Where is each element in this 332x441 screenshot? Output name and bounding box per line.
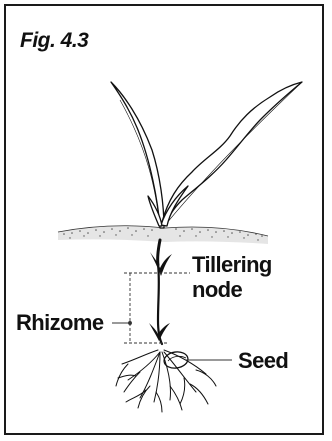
seed-label: Seed xyxy=(238,348,288,373)
rhizome-label: Rhizome xyxy=(16,310,103,335)
tillering-node-label: Tillering node xyxy=(192,252,272,303)
tillering-node-label-line2: node xyxy=(192,277,272,302)
tillering-node-label-line1: Tillering xyxy=(192,252,272,277)
tillering-node xyxy=(150,252,172,276)
leaves xyxy=(111,82,302,228)
rhizome-stem xyxy=(158,240,162,344)
